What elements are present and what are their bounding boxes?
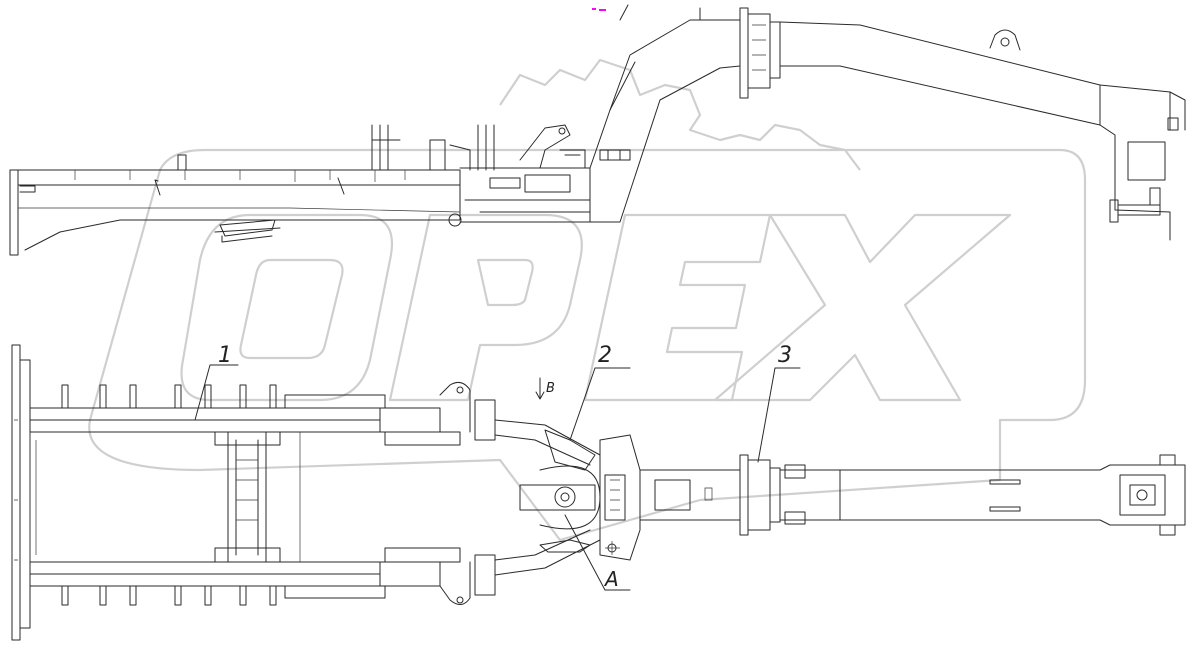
callout-a: A [603,567,619,591]
side-view [9,4,1186,256]
watermark-frame [88,148,1087,542]
callouts: 1 2 3 A B [194,8,801,591]
callout-3: 3 [778,343,792,368]
watermark-letter-e [583,213,772,402]
view-arrow-label: B [546,381,555,396]
watermark-gear [499,58,861,171]
watermark-letter-p [388,213,583,402]
callout-1: 1 [218,343,232,368]
plan-view [11,344,1186,641]
callout-2: 2 [598,343,612,368]
watermark-letter-x [713,213,1012,402]
watermark [88,58,1087,542]
watermark-letter-o [180,213,394,402]
marker [592,8,596,10]
